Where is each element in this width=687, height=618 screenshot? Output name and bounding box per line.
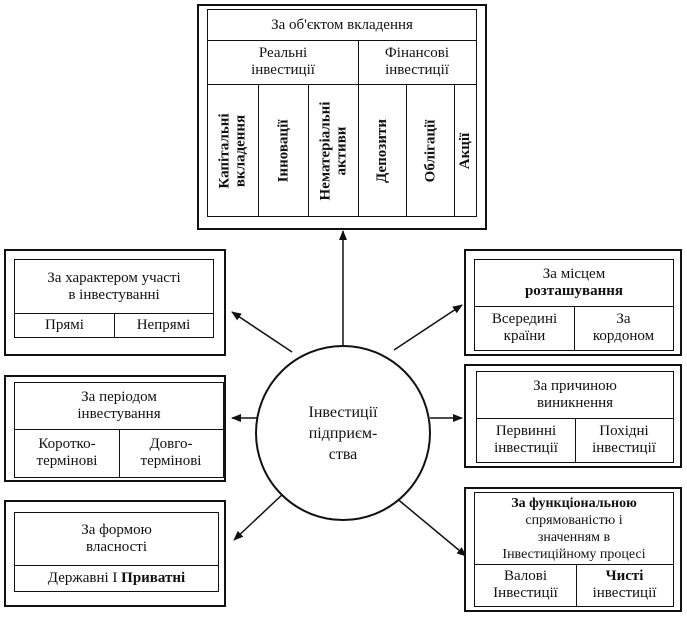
direct-cell: Прямі — [45, 316, 84, 333]
bonds-cell: Облігації — [422, 119, 439, 182]
center-line-1: Інвестиції — [308, 403, 378, 421]
arrow-to-participation — [231, 311, 293, 353]
function-table: За функціональною спрямованістю і значен… — [474, 492, 674, 607]
indirect-cell: Непрямі — [136, 316, 191, 333]
function-group: За функціональною спрямованістю і значен… — [464, 487, 682, 612]
ownership-types-cell: Державні І Приватні — [47, 569, 186, 586]
intangible-assets-cell: Нематеріальні активи — [317, 101, 350, 200]
arrow-to-ownership — [233, 491, 286, 541]
capital-investments-cell: Капітальні вкладення — [217, 112, 250, 189]
arrow-to-function — [394, 496, 467, 557]
long-term-cell: Довго-термінові — [140, 436, 202, 469]
center-line-3: ства — [328, 445, 358, 463]
deposits-cell: Депозити — [374, 118, 391, 183]
center-line-2: підприєм- — [308, 424, 378, 442]
object-title: За об'єктом вкладення — [271, 16, 413, 33]
short-term-cell: Коротко-термінові — [36, 436, 98, 469]
innovations-cell: Інновації — [275, 119, 292, 182]
function-title: За функціональною спрямованістю і значен… — [502, 495, 646, 562]
enterprise-investments-circle: Інвестиції підприєм- ства — [255, 345, 431, 521]
shares-cell: Акції — [457, 132, 474, 169]
arrow-to-location — [393, 304, 463, 351]
